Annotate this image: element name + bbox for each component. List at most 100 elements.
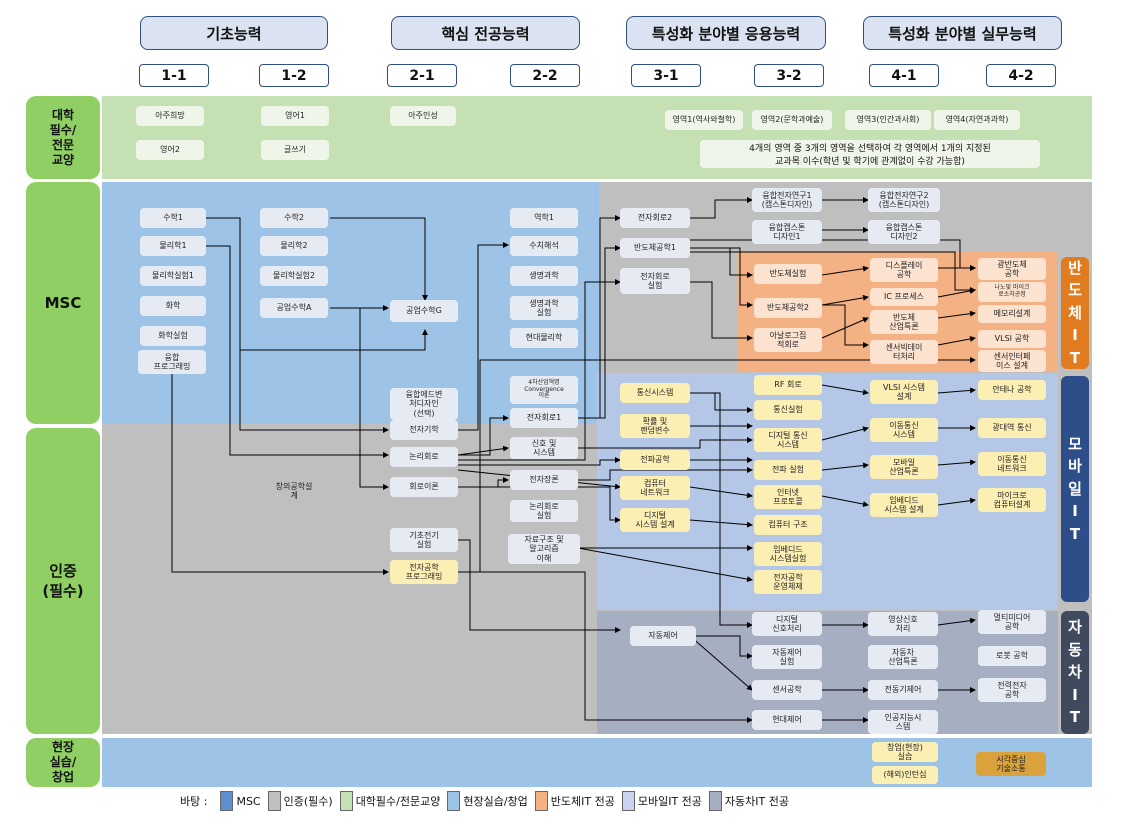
course-area4: 영역4(자연과과학) <box>934 110 1020 130</box>
general-note: 4개의 영역 중 3개의 영역을 선택하여 각 영역에서 1개의 지정된 교과목… <box>700 140 1040 168</box>
course-capstone-design1: 융합캡스톤 디자인1 <box>752 220 822 244</box>
course-semiconductor1: 반도체공학1 <box>620 238 690 258</box>
course-automatic-control-lab: 자동제어 실험 <box>752 645 822 669</box>
row-label-msc: MSC <box>26 182 100 424</box>
course-life-science-lab: 생명과학 실험 <box>510 296 578 320</box>
course-data-structures: 자료구조 및 알고리즘 이해 <box>508 534 580 564</box>
course-4th-industrial: 4차산업혁명 Convergence 이론 <box>510 376 578 404</box>
legend-label-semi: 반도체IT 전공 <box>550 795 615 808</box>
course-numerical-analysis: 수치해석 <box>510 236 578 256</box>
course-mobile-communication: 이동통신 시스템 <box>870 418 938 442</box>
competency-applied: 특성화 분야별 응용능력 <box>626 16 826 50</box>
legend-label-auto: 자동차IT 전공 <box>724 795 789 808</box>
course-digital-communication: 디지털 통신 시스템 <box>754 428 822 452</box>
course-english1: 영어1 <box>261 106 329 126</box>
course-microcomputer: 마이크로 컴퓨터설계 <box>978 488 1046 512</box>
course-ai-systems: 인공지능시 스템 <box>868 710 938 734</box>
course-operating-systems: 전자공학 운영체제 <box>754 570 822 594</box>
course-semiconductor-topics: 반도체 산업특론 <box>870 310 938 334</box>
legend-label-general: 대학필수/전문교양 <box>355 795 441 808</box>
track-semiconductor: 반 도 체 I T <box>1061 257 1089 369</box>
course-communication-lab: 통신실험 <box>754 400 822 420</box>
course-analog-ic: 아날로그집 적회로 <box>754 328 822 352</box>
course-digital-signal-processing: 디지털 신호처리 <box>752 612 822 636</box>
course-ee-programming: 전자공학 프로그래밍 <box>390 560 458 584</box>
course-sensor-interface: 센서인터페 이스 설계 <box>978 350 1046 372</box>
course-physics-lab1: 물리학실험1 <box>140 266 206 286</box>
course-chemistry: 화학 <box>140 296 206 316</box>
course-internship: 창업(현장) 실습 <box>872 742 938 762</box>
course-fusion-design: 융합에드변 처디자인 (선택) <box>390 388 458 420</box>
course-signals-systems: 신호 및 시스템 <box>510 437 578 459</box>
semester-1-1: 1-1 <box>139 64 209 87</box>
course-writing: 글쓰기 <box>261 140 329 160</box>
course-sensor-engineering: 센서공학 <box>752 680 822 700</box>
course-probability: 확률 및 랜덤변수 <box>620 414 690 438</box>
course-capstone-research1: 융합전자연구1 (캡스톤디자인) <box>752 188 822 212</box>
legend-label-msc: MSC <box>236 794 261 808</box>
course-image-processing: 영상신호 처리 <box>868 612 938 636</box>
course-automotive-topics: 자동차 산업특론 <box>868 645 938 669</box>
course-electromagnetic-fields: 전자장론 <box>510 470 578 490</box>
course-vlsi-engineering: VLSI 공학 <box>978 330 1046 348</box>
legend-label-field: 현장실습/창업 <box>463 795 528 808</box>
legend-swatch-msc <box>220 791 234 811</box>
course-area2: 영역2(문학과예술) <box>752 110 832 130</box>
course-antenna-engineering: 안테나 공학 <box>978 380 1046 400</box>
course-robotics: 로봇 공학 <box>978 646 1046 666</box>
course-area1: 영역1(역사와철학) <box>665 110 743 130</box>
course-radio-lab: 전파 실험 <box>754 460 822 480</box>
course-computer-architecture: 컴퓨터 구조 <box>754 515 822 535</box>
course-semiconductor2: 반도체공학2 <box>754 298 822 318</box>
course-physics1: 물리학1 <box>140 236 206 256</box>
course-electromagnetics: 전자기학 <box>390 420 458 440</box>
legend: 바탕 : MSC 인증(필수) 대학필수/전문교양 현장실습/창업 반도체IT … <box>180 791 789 811</box>
course-sensor-big-data: 센서빅데이 터처리 <box>870 340 938 364</box>
competency-core: 핵심 전공능력 <box>391 16 580 50</box>
legend-label-mobile: 모바일IT 전공 <box>637 795 702 808</box>
legend-swatch-semi <box>534 791 548 811</box>
course-communication-systems: 통신시스템 <box>620 383 690 403</box>
course-nano-process: 나노및 마이크 로소자공정 <box>978 282 1046 302</box>
semester-2-1: 2-1 <box>387 64 457 87</box>
row-label-general: 대학 필수/ 전문 교양 <box>26 96 100 179</box>
competency-practical: 특성화 분야별 실무능력 <box>863 16 1062 50</box>
row-label-field: 현장 실습/ 창업 <box>26 738 100 787</box>
legend-label-cert: 인증(필수) <box>283 795 333 808</box>
course-mobile-topics: 모바일 산업특론 <box>870 455 938 479</box>
course-ajou-person: 아주인성 <box>390 106 456 126</box>
course-mobile-network: 이동통신 네트워크 <box>978 452 1046 476</box>
course-optical-semiconductor: 광반도체 공학 <box>978 258 1046 280</box>
legend-swatch-general <box>339 791 353 811</box>
course-visual-communication: 시각중심 기술소통 <box>976 752 1046 776</box>
row-label-cert: 인증 (필수) <box>26 428 100 734</box>
course-display-engineering: 디스플레이 공학 <box>870 258 938 282</box>
course-circuit-theory: 회로이론 <box>390 477 458 497</box>
course-radio-engineering: 전파공학 <box>620 450 690 470</box>
legend-swatch-mobile <box>621 791 635 811</box>
course-internet-protocol: 인터넷 프로토콜 <box>754 485 822 509</box>
course-capstone-research2: 융합전자연구2 (캡스톤디자인) <box>868 188 940 212</box>
semester-4-2: 4-2 <box>986 64 1056 87</box>
course-power-electronics: 전력전자 공학 <box>978 678 1046 702</box>
semester-3-2: 3-2 <box>754 64 824 87</box>
semester-2-2: 2-2 <box>510 64 580 87</box>
course-electronic-circuits-lab: 전자회로 실험 <box>620 268 690 294</box>
course-embedded-lab: 임베디드 시스템실험 <box>754 542 822 566</box>
course-memory-design: 메모리설계 <box>978 305 1046 323</box>
course-electronic-circuits1: 전자회로1 <box>510 408 578 428</box>
course-automatic-control: 자동제어 <box>630 626 696 646</box>
course-ajou-hope: 아주희망 <box>136 106 204 126</box>
course-wideband-communication: 광대역 통신 <box>978 418 1046 438</box>
course-physics-lab2: 물리학실험2 <box>260 266 328 286</box>
course-digital-system-design: 디지털 시스템 설계 <box>620 508 690 532</box>
course-physics2: 물리학2 <box>260 236 328 256</box>
course-computer-networks: 컴퓨터 네트워크 <box>620 476 690 500</box>
course-overseas-internship: (해외)인턴십 <box>872 766 938 784</box>
course-engineering-math-g: 공업수학G <box>390 300 458 322</box>
course-math1: 수학1 <box>140 208 206 228</box>
course-english2: 영어2 <box>136 140 204 160</box>
course-modern-control: 현대제어 <box>752 710 822 730</box>
legend-swatch-cert <box>267 791 281 811</box>
